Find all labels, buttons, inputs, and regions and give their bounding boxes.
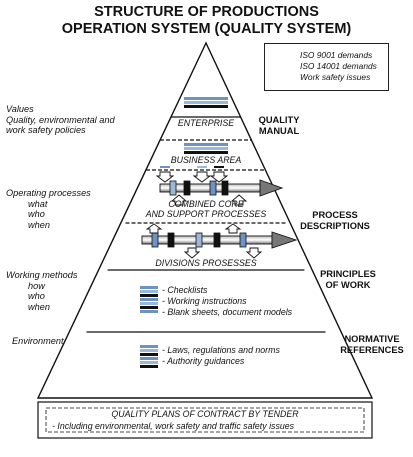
right-label-manual: QUALITY MANUAL — [258, 115, 300, 136]
legend-work-safety: Work safety issues — [300, 72, 371, 82]
diagram-title-line2: OPERATION SYSTEM (QUALITY SYSTEM) — [61, 21, 352, 37]
work-item-checklists: - Checklists — [162, 285, 208, 295]
left-label-processes: Operating processes what who when — [6, 188, 91, 230]
core-process-arrow — [159, 179, 284, 197]
level-divisions: DIVISIONS PROSESSES — [155, 258, 257, 268]
diagram-title-line1: STRUCTURE OF PRODUCTIONS — [94, 4, 319, 20]
divisions-process-arrow — [141, 231, 298, 249]
work-item-blank-sheets: - Blank sheets, document models — [162, 307, 293, 317]
work-item-instructions: - Working instructions — [162, 296, 247, 306]
level-enterprise: ENTERPRISE — [177, 118, 235, 128]
left-label-values: Values Quality, environmental and work s… — [6, 104, 115, 135]
normative-item-authority: - Authority guidances — [162, 356, 245, 366]
level-core-processes: COMBINED CORE AND SUPPORT PROCESSES — [145, 199, 267, 220]
core-process-down-arrows — [155, 171, 229, 183]
divisions-down-arrows — [183, 247, 263, 259]
normative-item-laws: - Laws, regulations and norms — [162, 345, 280, 355]
left-label-environment: Environment — [12, 336, 64, 346]
left-label-methods: Working methods how who when — [6, 270, 78, 312]
footer-title: QUALITY PLANS OF CONTRACT BY TENDER — [111, 409, 299, 419]
level-business-area: BUSINESS AREA — [170, 155, 242, 165]
legend-iso9001: ISO 9001 demands — [300, 50, 373, 60]
enterprise-bars — [184, 97, 228, 108]
pyramid-outline — [36, 41, 374, 399]
business-bars — [184, 143, 228, 154]
footer-text: - Including environmental, work safety a… — [52, 421, 295, 431]
divisions-up-arrows — [145, 223, 242, 234]
right-label-norm: NORMATIVE REFERENCES — [340, 334, 404, 355]
legend-iso14001: ISO 14001 demands — [300, 61, 377, 71]
work-item-bars — [140, 286, 158, 313]
footer-box-inner — [45, 407, 365, 433]
core-process-mini-bars — [160, 166, 224, 168]
footer-box — [37, 401, 373, 439]
right-label-process: PROCESS DESCRIPTIONS — [300, 210, 370, 231]
core-process-up-arrows — [170, 194, 248, 206]
right-label-work: PRINCIPLES OF WORK — [320, 269, 376, 290]
legend — [264, 43, 389, 91]
normative-item-bars — [140, 345, 158, 368]
